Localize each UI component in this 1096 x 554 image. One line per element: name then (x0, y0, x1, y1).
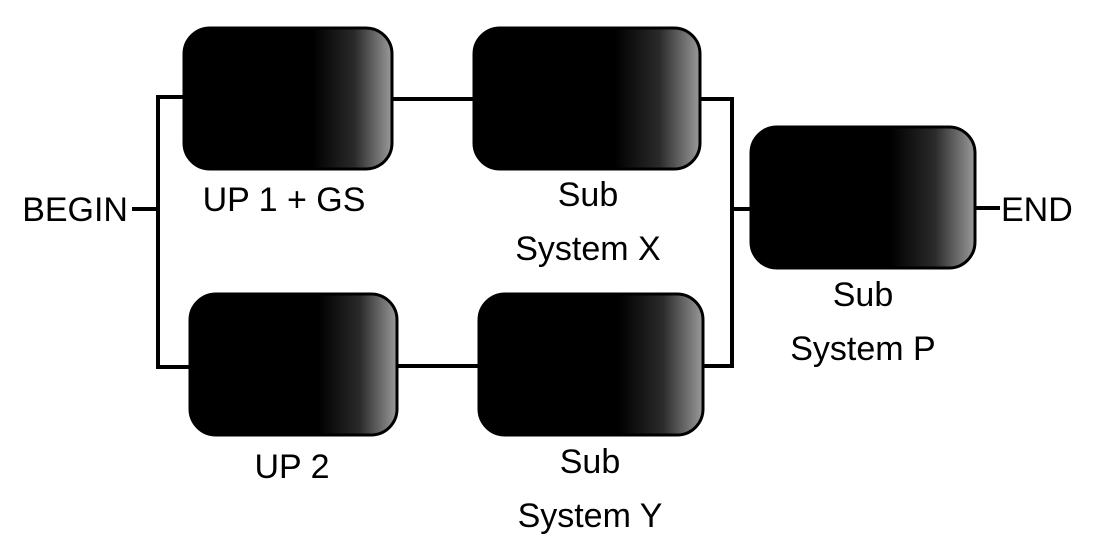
connector-lines (132, 95, 1000, 369)
subsystem-y-label-line2: System Y (518, 497, 663, 535)
labels: BEGIN END UP 1 + GS Sub System X UP 2 Su… (22, 176, 1073, 535)
subsystem-p-label-line1: Sub (833, 276, 894, 314)
end-label: END (1001, 191, 1073, 229)
blocks (182, 26, 977, 437)
block-up1-gs (182, 26, 394, 171)
block-subsystem-x (472, 26, 702, 171)
block-up2 (188, 292, 399, 437)
subsystem-x-label-line2: System X (515, 230, 660, 268)
subsystem-x-label-line1: Sub (558, 176, 619, 214)
up1-gs-label: UP 1 + GS (203, 181, 366, 219)
up2-label: UP 2 (255, 448, 330, 486)
begin-label: BEGIN (22, 191, 128, 229)
subsystem-p-label-line2: System P (790, 330, 935, 368)
subsystem-y-label-line1: Sub (560, 443, 621, 481)
block-subsystem-p (749, 125, 977, 270)
block-subsystem-y (477, 292, 705, 437)
